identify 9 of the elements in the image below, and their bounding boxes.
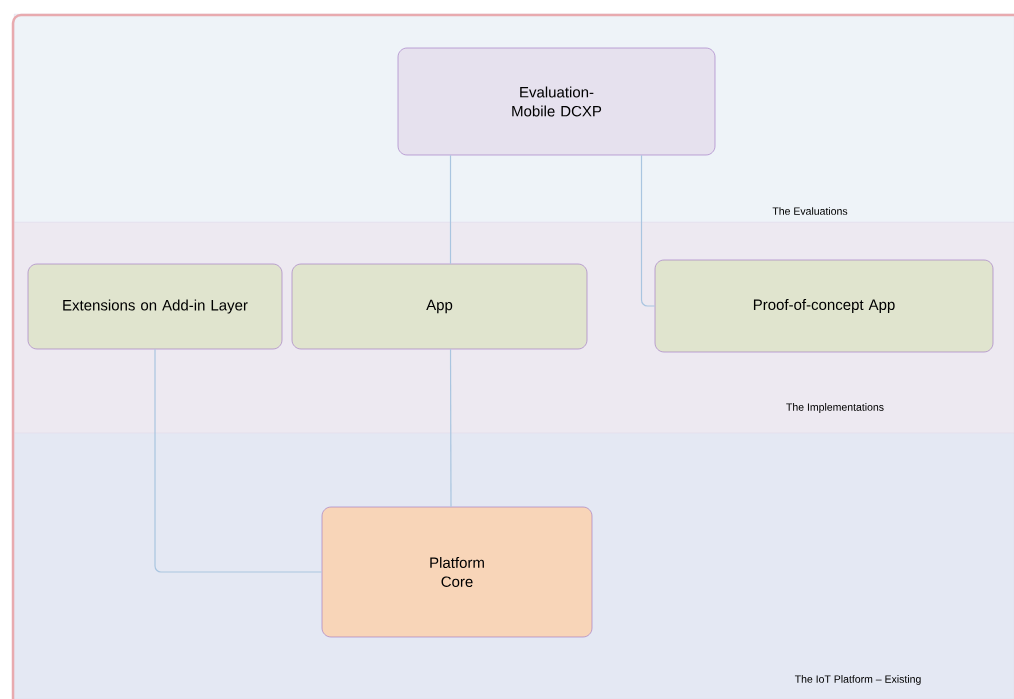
process-box: App <box>291 263 588 350</box>
process-box: Extensions on Add-in Layer <box>27 263 283 350</box>
process-box: Platform Core <box>321 506 593 638</box>
process-box: Evaluation- Mobile DCXP <box>397 47 716 156</box>
process-box: Proof-of-concept App <box>654 259 994 353</box>
connector <box>449 348 452 508</box>
connector <box>449 154 452 265</box>
connector <box>640 154 656 307</box>
connector <box>154 348 323 573</box>
